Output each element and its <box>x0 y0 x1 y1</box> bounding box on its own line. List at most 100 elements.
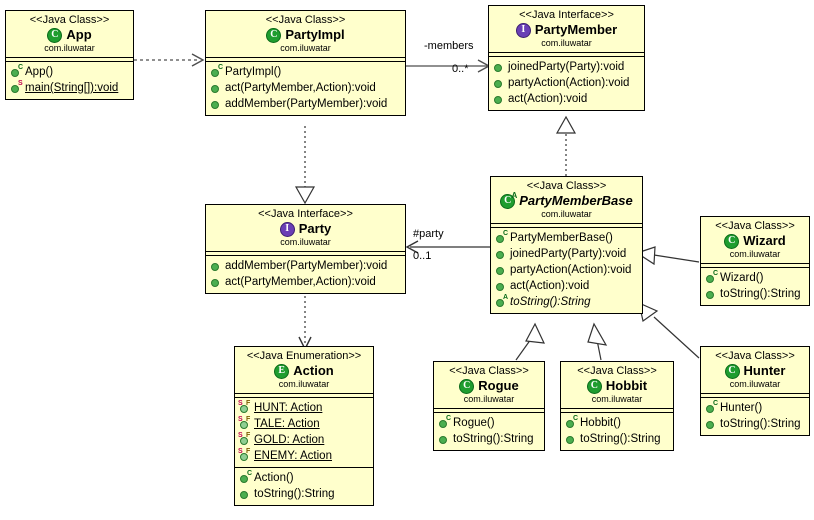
members-compartment-wizard: C Wizard() toString():String <box>701 268 809 305</box>
member-label: addMember(PartyMember):void <box>225 98 388 110</box>
member-row[interactable]: C App() <box>10 64 131 80</box>
class-box-rogue[interactable]: <<Java Class>> C Rogue com.iluwatar C Ro… <box>433 361 545 451</box>
member-row[interactable]: toString():String <box>438 431 542 447</box>
stereotype-label: <<Java Class>> <box>265 14 346 26</box>
constructor-bullet-icon: C <box>10 64 24 79</box>
compartment-separator <box>701 394 809 398</box>
class-header-action: <<Java Enumeration>> E Action com.iluwat… <box>235 347 373 394</box>
member-row[interactable]: act(Action):void <box>495 278 640 294</box>
member-row[interactable]: C Action() <box>239 470 371 486</box>
members-compartment-party: addMember(PartyMember):void act(PartyMem… <box>206 256 405 293</box>
class-box-action[interactable]: <<Java Enumeration>> E Action com.iluwat… <box>234 346 374 506</box>
class-name: Hobbit <box>605 378 648 393</box>
package-label: com.iluwatar <box>729 379 781 389</box>
method-bullet-icon <box>438 432 452 446</box>
member-label: Hobbit() <box>580 417 621 429</box>
class-box-app[interactable]: <<Java Class>> C App com.iluwatar C App(… <box>5 10 134 100</box>
constructor-bullet-icon: C <box>239 470 253 485</box>
member-row[interactable]: toString():String <box>239 486 371 502</box>
stereotype-label: <<Java Class>> <box>577 365 657 377</box>
member-row[interactable]: toString():String <box>705 286 807 302</box>
edge-label-party: #party <box>413 228 444 240</box>
class-box-party[interactable]: <<Java Interface>> I Party com.iluwatar … <box>205 204 406 294</box>
abstract-method-bullet-icon: A <box>495 294 509 309</box>
class-name: Party <box>298 221 332 236</box>
member-row[interactable]: addMember(PartyMember):void <box>210 258 403 274</box>
member-row[interactable]: C Wizard() <box>705 270 807 286</box>
field-label: HUNT: Action <box>254 402 323 414</box>
package-label: com.iluwatar <box>280 237 331 247</box>
member-row[interactable]: act(Action):void <box>493 91 642 107</box>
member-row[interactable]: C PartyMemberBase() <box>495 230 640 246</box>
member-label: toString():String <box>254 488 335 500</box>
member-row[interactable]: partyAction(Action):void <box>495 262 640 278</box>
compartment-separator <box>206 58 405 62</box>
class-header-hobbit: <<Java Class>> C Hobbit com.iluwatar <box>561 362 673 409</box>
class-header-hunter: <<Java Class>> C Hunter com.iluwatar <box>701 347 809 394</box>
class-box-hobbit[interactable]: <<Java Class>> C Hobbit com.iluwatar C H… <box>560 361 674 451</box>
member-row[interactable]: partyAction(Action):void <box>493 75 642 91</box>
edge-hunter-to-partymemberbase <box>638 301 700 359</box>
member-row[interactable]: C PartyImpl() <box>210 64 403 80</box>
static-method-bullet-icon: S <box>10 80 24 95</box>
class-name-line: C Wizard <box>705 233 805 249</box>
method-bullet-icon <box>493 76 507 90</box>
class-name: Hunter <box>743 363 786 378</box>
member-row[interactable]: C Hunter() <box>705 400 807 416</box>
member-row[interactable]: joinedParty(Party):void <box>495 246 640 262</box>
compartment-separator <box>489 53 644 57</box>
member-row[interactable]: joinedParty(Party):void <box>493 59 642 75</box>
class-name-line: C Rogue <box>438 378 540 394</box>
class-box-hunter[interactable]: <<Java Class>> C Hunter com.iluwatar C H… <box>700 346 810 436</box>
package-label: com.iluwatar <box>463 394 515 404</box>
member-label: toString():String <box>453 433 534 445</box>
class-name: PartyImpl <box>285 27 345 42</box>
compartment-separator <box>235 394 373 398</box>
member-row[interactable]: addMember(PartyMember):void <box>210 96 403 112</box>
member-label: toString():String <box>720 418 801 430</box>
class-header-wizard: <<Java Class>> C Wizard com.iluwatar <box>701 217 809 264</box>
constructor-bullet-icon: C <box>438 415 452 430</box>
method-bullet-icon <box>705 287 719 301</box>
compartment-separator <box>561 409 673 413</box>
members-compartment-rogue: C Rogue() toString():String <box>434 413 544 450</box>
member-row[interactable]: C Rogue() <box>438 415 542 431</box>
class-name: Action <box>293 363 334 378</box>
compartment-separator <box>434 409 544 413</box>
class-box-wizard[interactable]: <<Java Class>> C Wizard com.iluwatar C W… <box>700 216 810 306</box>
constructor-bullet-icon: C <box>705 270 719 285</box>
member-label: act(PartyMember,Action):void <box>225 82 376 94</box>
stereotype-label: <<Java Class>> <box>449 365 529 377</box>
member-row[interactable]: act(PartyMember,Action):void <box>210 274 403 290</box>
class-circle-icon: C <box>47 27 63 43</box>
class-box-partyimpl[interactable]: <<Java Class>> C PartyImpl com.iluwatar … <box>205 10 406 116</box>
compartment-separator <box>491 224 642 228</box>
member-row[interactable]: act(PartyMember,Action):void <box>210 80 403 96</box>
method-bullet-icon <box>495 279 509 293</box>
method-bullet-icon <box>565 432 579 446</box>
member-row[interactable]: S main(String[]):void <box>10 80 131 96</box>
member-row[interactable]: A toString():String <box>495 294 640 310</box>
package-label: com.iluwatar <box>541 38 592 48</box>
member-label: Wizard() <box>720 272 764 284</box>
member-row[interactable]: toString():String <box>705 416 807 432</box>
member-row[interactable]: toString():String <box>565 431 671 447</box>
member-label: act(Action):void <box>508 93 588 105</box>
class-circle-icon: C <box>459 378 475 394</box>
class-circle-icon: C <box>586 378 602 394</box>
class-box-partymember[interactable]: <<Java Interface>> I PartyMember com.ilu… <box>488 5 645 111</box>
member-row[interactable]: C Hobbit() <box>565 415 671 431</box>
member-label: PartyImpl() <box>225 66 282 78</box>
constructor-bullet-icon: C <box>705 400 719 415</box>
members-compartment-hobbit: C Hobbit() toString():String <box>561 413 673 450</box>
